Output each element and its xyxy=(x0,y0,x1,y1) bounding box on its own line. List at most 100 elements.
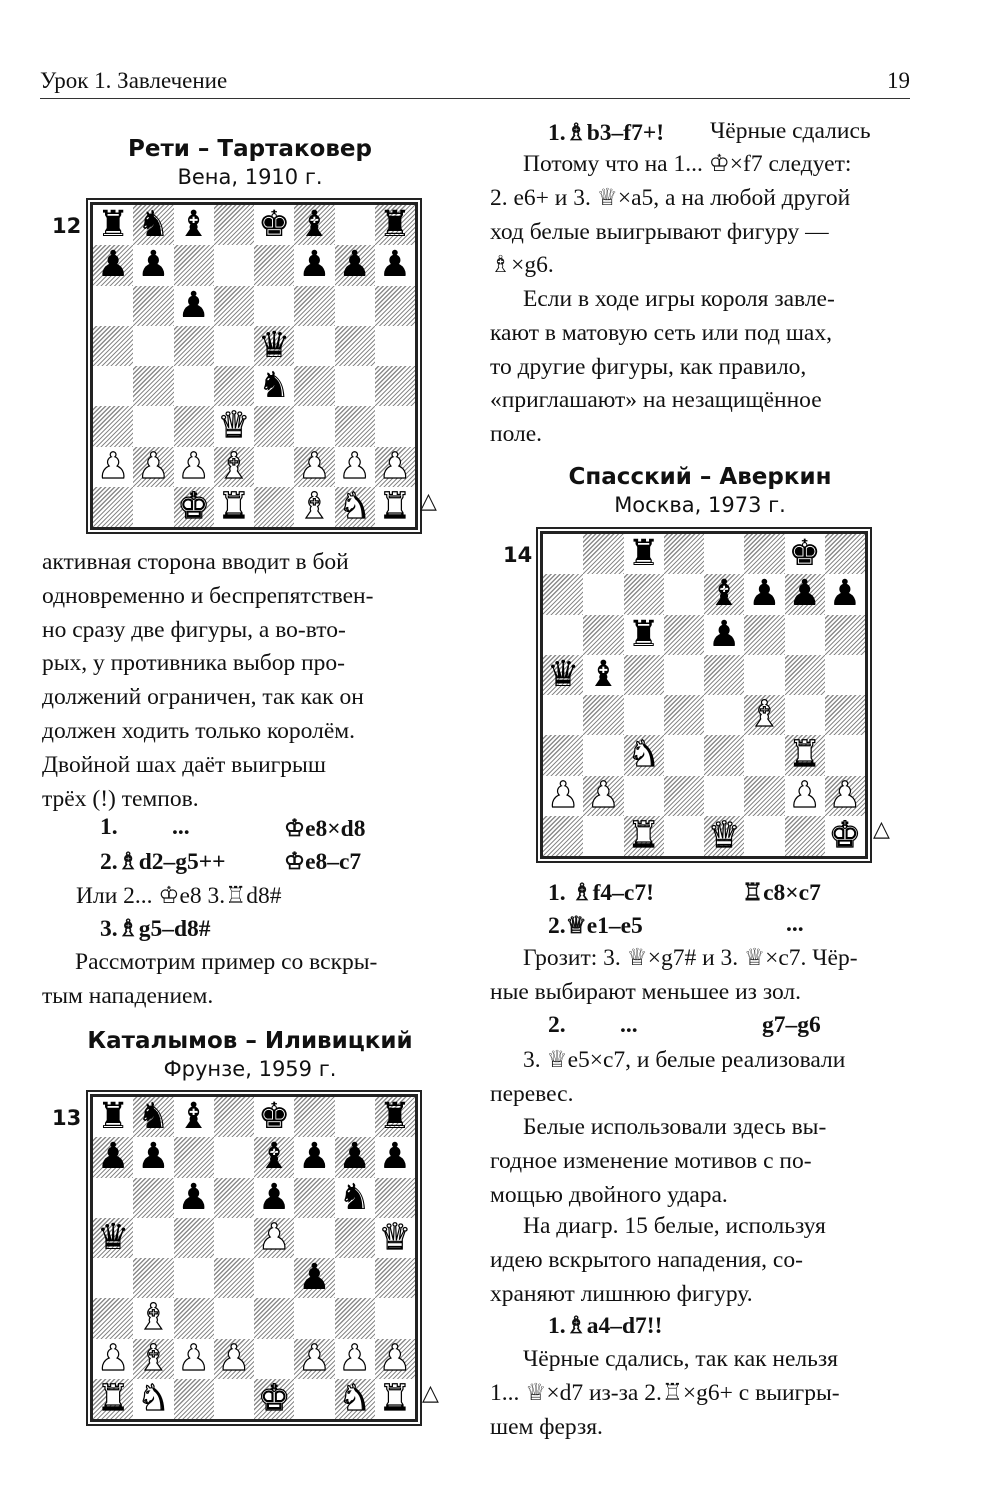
square-b5 xyxy=(133,326,173,366)
square-b7 xyxy=(583,574,623,614)
square-a4 xyxy=(93,1258,133,1298)
white-knight-icon: ♞ xyxy=(338,1377,371,1419)
black-queen-icon: ♛ xyxy=(257,324,291,366)
diagram-14-white-to-move: △ xyxy=(873,817,890,842)
square-e6 xyxy=(254,286,294,326)
white-king-icon: ♚ xyxy=(257,1377,291,1419)
square-f4 xyxy=(294,366,335,407)
right-paragraph-2: Если в ходе игры короля завле- кают в ма… xyxy=(490,286,835,448)
black-pawn-icon: ♟ xyxy=(378,1136,412,1178)
black-rook-icon: ♜ xyxy=(96,1096,130,1138)
square-f1 xyxy=(294,1379,334,1419)
white-pawn-icon: ♟ xyxy=(96,1337,130,1379)
square-e1: ♛ xyxy=(704,814,745,856)
black-pawn-icon: ♟ xyxy=(137,244,170,286)
black-rook-icon: ♜ xyxy=(378,1096,412,1138)
black-pawn-icon: ♟ xyxy=(177,284,210,326)
square-d1 xyxy=(214,1379,254,1419)
white-pawn-icon: ♟ xyxy=(338,445,371,487)
white-pawn-icon: ♟ xyxy=(257,1216,291,1258)
square-f2 xyxy=(744,775,785,816)
diagram-14-number: 14 xyxy=(503,543,533,567)
left-paragraph-1: активная сторона вводит в бой одновремен… xyxy=(42,549,374,812)
white-pawn-icon: ♟ xyxy=(587,774,620,816)
square-a2: ♟ xyxy=(543,776,583,816)
white-rook-icon: ♜ xyxy=(378,485,412,527)
square-e5: ♛ xyxy=(254,324,295,366)
black-bishop-icon: ♝ xyxy=(587,653,620,695)
square-d7 xyxy=(214,245,254,285)
square-h1: ♚ xyxy=(825,816,865,856)
square-b7: ♟ xyxy=(133,245,173,285)
square-g5 xyxy=(784,654,825,695)
white-queen-icon: ♛ xyxy=(707,814,741,856)
white-pawn-icon: ♟ xyxy=(546,774,580,816)
square-c8: ♝ xyxy=(174,1097,214,1137)
square-d5 xyxy=(664,655,704,695)
diagram-13-board: ♜♞♝♚♜♟♟♝♟♟♟♟♟♞♛♟♛♟♝♟♝♟♟♟♟♟♜♞♚♞♜ xyxy=(90,1094,418,1422)
square-d4 xyxy=(663,695,704,736)
square-d6 xyxy=(213,1177,254,1218)
black-bishop-icon: ♝ xyxy=(707,573,741,615)
right-paragraph-3: Грозит: 3. ♕×g7# и 3. ♕×c7. Чёр- ные выб… xyxy=(490,945,858,1005)
square-b7: ♟ xyxy=(133,1137,173,1177)
black-rook-icon: ♜ xyxy=(627,613,660,655)
black-knight-icon: ♞ xyxy=(137,1096,170,1138)
square-a8 xyxy=(543,534,583,574)
diagram-14-board: ♜♚♝♟♟♟♜♟♛♝♝♞♜♟♟♟♟♜♛♚ xyxy=(540,531,868,859)
white-pawn-icon: ♟ xyxy=(378,1337,412,1379)
square-h3 xyxy=(375,406,415,446)
square-c7 xyxy=(173,1137,214,1178)
square-a1: ♜ xyxy=(93,1378,134,1419)
black-king-icon: ♚ xyxy=(257,204,291,246)
square-a6 xyxy=(93,1178,133,1218)
square-c8: ♜ xyxy=(624,534,664,574)
white-pawn-icon: ♟ xyxy=(298,445,331,487)
square-h4 xyxy=(824,695,865,736)
square-c5 xyxy=(623,654,664,695)
square-e8 xyxy=(704,534,744,574)
square-d3 xyxy=(664,735,704,775)
square-a3 xyxy=(543,735,584,776)
square-h3 xyxy=(825,735,865,775)
square-c5 xyxy=(173,325,214,366)
diagram-13-caption: Каталымов – Иливицкий Фрунзе, 1959 г. xyxy=(80,1026,420,1082)
black-pawn-icon: ♟ xyxy=(748,573,781,615)
white-bishop-icon: ♝ xyxy=(137,1297,170,1339)
board-grid: ♜♞♝♚♝♜♟♟♟♟♟♟♛♞♛♟♟♟♝♟♟♟♚♜♝♞♜ xyxy=(93,205,415,527)
white-pawn-icon: ♟ xyxy=(298,1337,331,1379)
square-c3 xyxy=(173,1298,214,1339)
diagram-12-caption: Рети – Тартаковер Вена, 1910 г. xyxy=(100,134,400,190)
square-d5 xyxy=(214,1218,254,1258)
square-h4 xyxy=(374,1258,415,1299)
black-pawn-icon: ♟ xyxy=(788,573,821,615)
square-h2: ♟ xyxy=(374,446,415,487)
black-rook-icon: ♜ xyxy=(627,533,660,575)
black-bishop-icon: ♝ xyxy=(298,204,331,246)
square-g4 xyxy=(335,366,375,406)
square-c1: ♜ xyxy=(623,815,664,856)
square-f4: ♝ xyxy=(744,695,785,736)
black-pawn-icon: ♟ xyxy=(828,573,862,615)
square-b4 xyxy=(133,1258,174,1299)
square-f2: ♟ xyxy=(294,445,335,487)
square-d8 xyxy=(213,1097,254,1138)
square-g4 xyxy=(785,695,825,735)
square-b5 xyxy=(133,1218,173,1258)
square-a4 xyxy=(543,695,583,735)
black-pawn-icon: ♟ xyxy=(298,1136,331,1178)
square-h5 xyxy=(375,326,415,366)
diagram-13-place: Фрунзе, 1959 г. xyxy=(163,1057,337,1081)
square-f7: ♟ xyxy=(744,574,784,614)
black-queen-icon: ♛ xyxy=(546,653,580,695)
square-b3 xyxy=(583,735,623,775)
square-c6: ♟ xyxy=(174,286,214,326)
square-b5: ♝ xyxy=(583,655,623,695)
white-pawn-icon: ♟ xyxy=(177,1337,210,1379)
square-g1 xyxy=(784,815,825,856)
square-c2 xyxy=(624,776,664,816)
square-e2 xyxy=(254,447,294,487)
square-h5 xyxy=(825,655,865,695)
square-e7 xyxy=(254,245,295,286)
square-h1: ♜ xyxy=(375,487,415,527)
